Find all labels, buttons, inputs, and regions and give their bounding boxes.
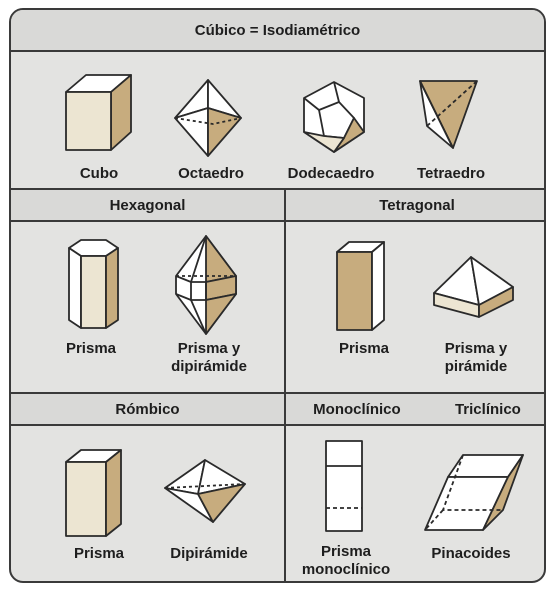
divider — [11, 392, 544, 394]
rombico-header: Rómbico — [11, 394, 284, 426]
monoclinic-prism-label: Prisma monoclínico — [301, 543, 391, 578]
octahedron-icon — [174, 79, 242, 157]
hexagonal-prism-dipyramid-icon — [175, 235, 237, 335]
hexagonal-dipyramid-label: Prisma y dipirámide — [171, 340, 247, 375]
tetragonal-prism-label: Prisma — [338, 340, 390, 357]
rombico-header-text: Rómbico — [115, 400, 180, 418]
pinacoid-label: Pinacoides — [431, 545, 511, 562]
dodecahedron-icon — [303, 81, 365, 153]
rhombic-dipyramid-icon — [164, 459, 246, 523]
tetrahedron-label: Tetraedro — [416, 165, 486, 182]
rhombic-prism-label: Prisma — [73, 545, 125, 562]
tetragonal-header: Tetragonal — [286, 190, 544, 222]
pinacoid-icon — [424, 454, 524, 531]
rhombic-prism-icon — [65, 449, 122, 537]
rhombic-dipyramid-label: Dipirámide — [170, 545, 248, 562]
tetragonal-prism-icon — [336, 241, 385, 331]
hexagonal-prism-label: Prisma — [65, 340, 117, 357]
tetragonal-pyramid-label: Prisma y pirámide — [444, 340, 508, 375]
hexagonal-header-text: Hexagonal — [109, 196, 186, 214]
tetragonal-prism-pyramid-icon — [433, 256, 514, 318]
tetrahedron-icon — [419, 80, 478, 149]
monoclinic-prism-icon — [325, 440, 363, 532]
cubic-header-text: Cúbico = Isodiamétrico — [194, 21, 361, 39]
cubic-header: Cúbico = Isodiamétrico — [11, 10, 544, 52]
cube-icon — [65, 74, 132, 151]
divider — [11, 188, 544, 190]
triclinico-header-text: Triclínico — [454, 400, 521, 418]
crystal-systems-diagram: Cúbico = Isodiamétrico Cubo Octaedro Dod… — [9, 8, 546, 583]
octahedron-label: Octaedro — [178, 165, 244, 182]
monoclinico-triclinico-header: Monoclínico Triclínico — [286, 394, 544, 426]
hexagonal-prism-icon — [68, 239, 119, 329]
dodecahedron-label: Dodecaedro — [287, 165, 375, 182]
tetragonal-header-text: Tetragonal — [379, 196, 455, 214]
divider — [284, 188, 286, 581]
cube-label: Cubo — [79, 165, 119, 182]
monoclinico-header-text: Monoclínico — [313, 400, 401, 418]
hexagonal-header: Hexagonal — [11, 190, 284, 222]
